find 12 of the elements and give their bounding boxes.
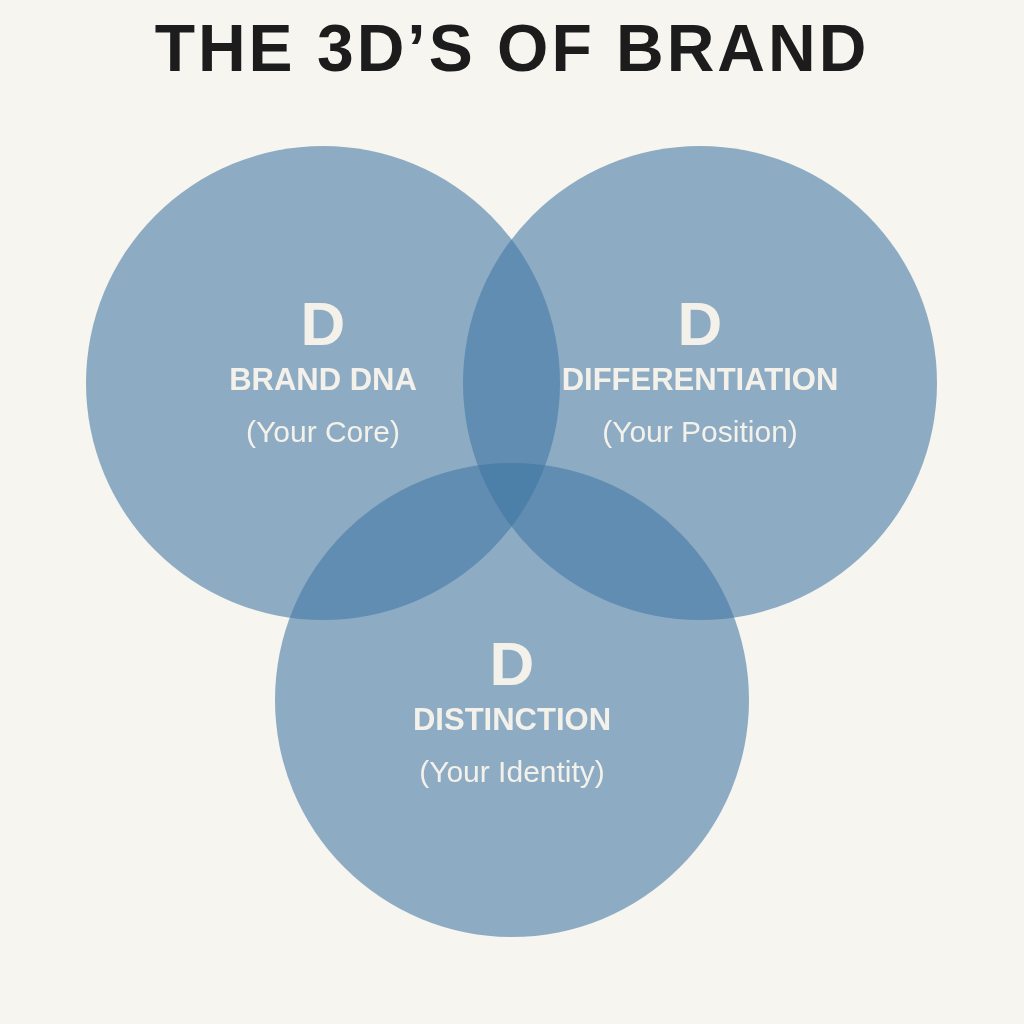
letter-heading: D [299,288,347,360]
circle-subtitle: (Your Core) [245,415,401,450]
venn-circle [463,146,937,620]
circle-title: BRAND DNA [228,362,418,398]
venn-circle [275,463,749,937]
circle-subtitle: (Your Identity) [418,755,606,790]
circle-title: DISTINCTION [411,702,613,738]
letter-heading: D [488,628,536,700]
circle-title: DIFFERENTIATION [560,362,840,398]
title: THE 3D’S OF BRAND [153,10,871,87]
letter-heading: D [676,288,724,360]
circle-subtitle: (Your Position) [601,415,799,450]
